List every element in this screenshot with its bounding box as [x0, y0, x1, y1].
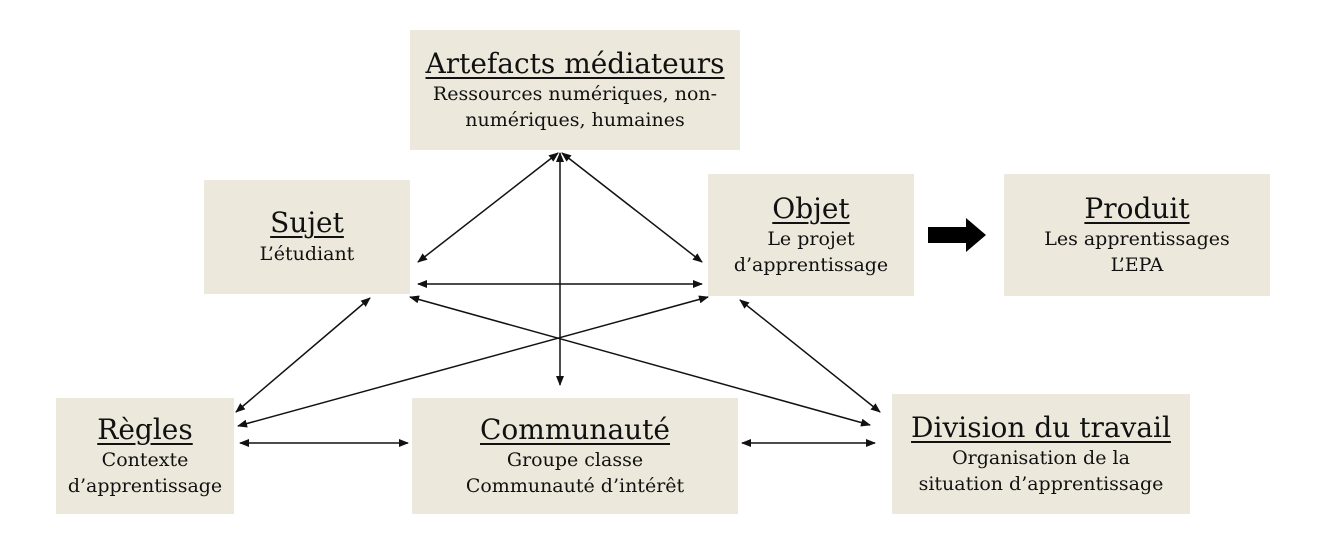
node-text: L’EPA: [1110, 253, 1164, 276]
node-title: Sujet: [270, 206, 344, 240]
node-text: Communauté d’intérêt: [465, 474, 685, 497]
node-communaute: Communauté Groupe classe Communauté d’in…: [412, 398, 738, 514]
node-text: d’apprentissage: [67, 474, 223, 497]
link-artefacts-objet: [561, 152, 703, 263]
node-text: Le projet: [767, 228, 855, 251]
node-produit: Produit Les apprentissages L’EPA: [1004, 174, 1270, 296]
node-title: Communauté: [480, 412, 670, 446]
produces-arrow: [928, 218, 986, 252]
node-text: Groupe classe: [506, 449, 644, 472]
node-regles: Règles Contexte d’apprentissage: [56, 398, 234, 514]
node-sujet: Sujet L’étudiant: [204, 180, 410, 294]
node-text: Ressources numériques, non-: [432, 83, 718, 106]
node-text: Les apprentissages: [1044, 228, 1230, 251]
node-text: Contexte: [101, 449, 189, 472]
node-title: Règles: [97, 412, 193, 446]
node-title: Objet: [772, 191, 850, 225]
link-objet-regles: [237, 295, 709, 428]
node-text: d’apprentissage: [733, 253, 889, 276]
node-division-du-travail: Division du travail Organisation de la s…: [892, 394, 1190, 514]
link-objet-division: [739, 299, 881, 413]
node-title: Produit: [1084, 191, 1190, 225]
node-text: L’étudiant: [259, 242, 355, 265]
node-objet: Objet Le projet d’apprentissage: [708, 174, 914, 296]
node-title: Division du travail: [911, 410, 1171, 444]
node-text: situation d’apprentissage: [918, 472, 1164, 495]
link-artefacts-sujet: [417, 152, 559, 263]
node-title: Artefacts médiateurs: [425, 46, 725, 80]
node-artefacts-mediateurs: Artefacts médiateurs Ressources numériqu…: [410, 30, 740, 150]
node-text: Organisation de la: [952, 447, 1130, 470]
node-text: numériques, humaines: [465, 108, 685, 131]
